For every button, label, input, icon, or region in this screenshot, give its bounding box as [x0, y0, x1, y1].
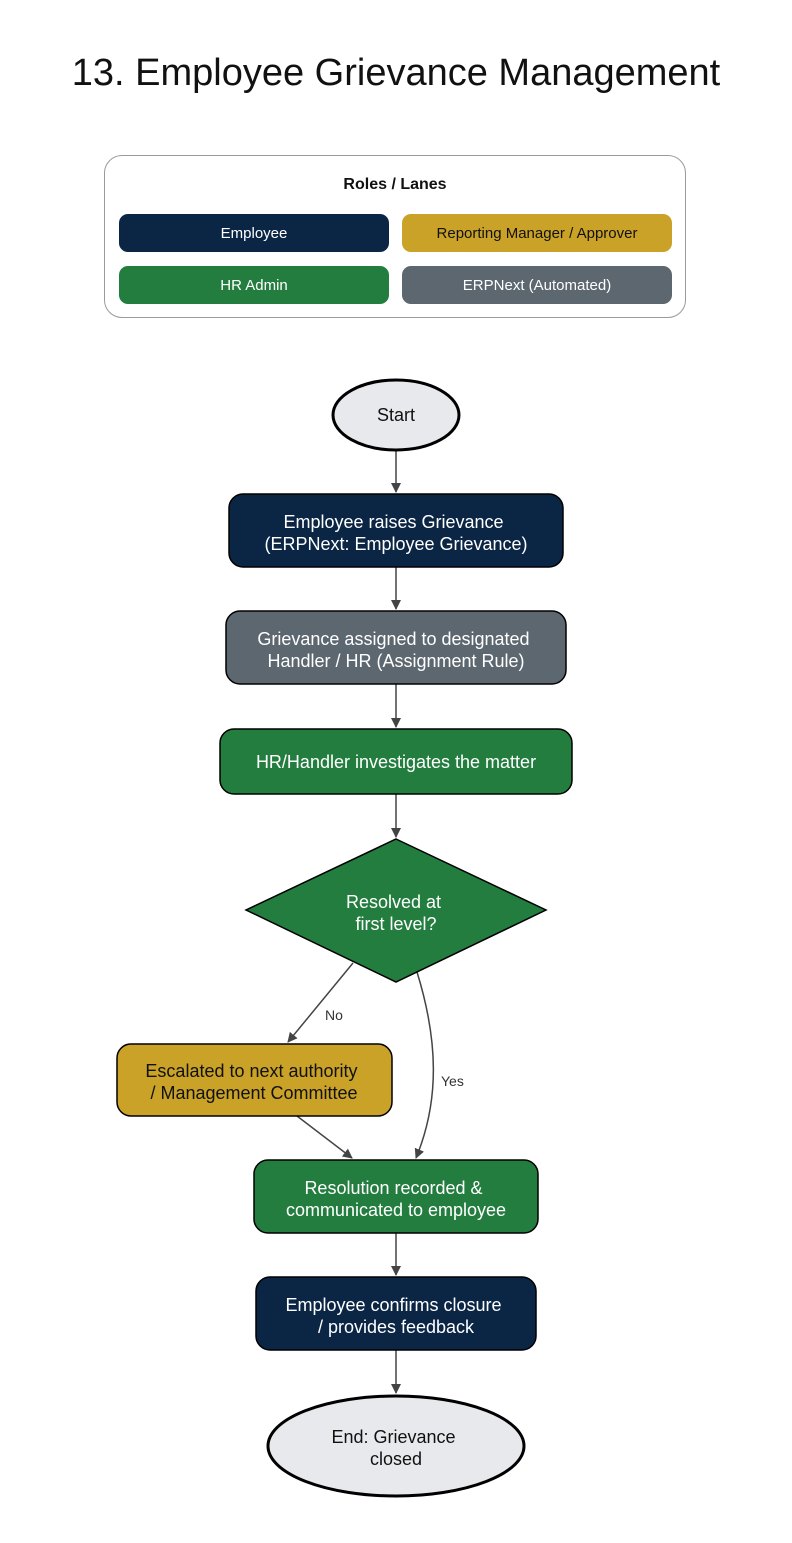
confirm-closure-node [255, 1276, 537, 1351]
edge-escalate-resolution [296, 1115, 353, 1159]
roles-legend: Roles / Lanes Employee Reporting Manager… [104, 155, 686, 318]
resolution-node [253, 1159, 539, 1234]
resolution-label: Resolution recorded & communicated to em… [286, 1178, 506, 1220]
investigate-node [219, 728, 573, 795]
start-label: Start [377, 405, 415, 425]
legend-title: Roles / Lanes [343, 176, 447, 193]
edge-decision-escalate [287, 962, 354, 1043]
legend-item-hr-admin: HR Admin [119, 266, 389, 304]
legend-item-manager: Reporting Manager / Approver [402, 214, 672, 252]
end-label: End: Grievance closed [331, 1427, 460, 1469]
confirm-closure-label: Employee confirms closure / provides fee… [285, 1295, 506, 1337]
escalate-label: Escalated to next authority / Management… [145, 1061, 362, 1103]
raise-grievance-node [228, 493, 564, 568]
legend-item-erpnext: ERPNext (Automated) [402, 266, 672, 304]
edge-label-no: No [325, 1007, 343, 1023]
edge-decision-resolution [414, 971, 435, 1159]
decision-node [244, 838, 548, 983]
start-node [331, 378, 461, 452]
assign-grievance-label: Grievance assigned to designated Handler… [257, 629, 534, 671]
edge-label-yes: Yes [441, 1073, 464, 1089]
raise-grievance-label: Employee raises Grievance (ERPNext: Empl… [264, 512, 527, 554]
decision-label: Resolved at first level? [346, 892, 446, 934]
investigate-label: HR/Handler investigates the matter [256, 752, 536, 772]
assign-grievance-node [225, 610, 567, 685]
end-node [266, 1394, 526, 1498]
legend-item-employee: Employee [119, 214, 389, 252]
page-title: 13. Employee Grievance Management [71, 52, 721, 94]
escalate-node [116, 1043, 393, 1117]
